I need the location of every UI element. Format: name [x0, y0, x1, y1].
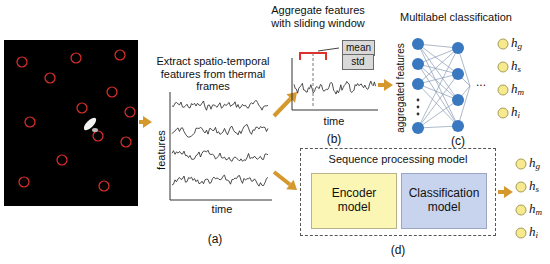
- step-caption: Aggregate features with sliding window: [261, 4, 375, 29]
- axis: [170, 92, 272, 200]
- input-neuron: [412, 122, 424, 134]
- tracked-point: [25, 117, 35, 127]
- window-pointer: [318, 48, 339, 51]
- output-label: hs: [529, 179, 539, 195]
- output-neuron: [516, 205, 526, 215]
- output-neuron: [498, 62, 508, 72]
- input-neuron: [412, 78, 424, 90]
- thermal-blob: [82, 116, 98, 132]
- flow-arrow-shaft: [274, 172, 290, 184]
- hidden-neuron: [452, 68, 464, 80]
- flow-arrow-head: [143, 116, 152, 128]
- panel-letter: (d): [391, 244, 406, 258]
- nn-weight: [418, 84, 458, 100]
- classifier-box: Classification model: [401, 173, 487, 229]
- flow-arrow-shaft: [274, 98, 291, 116]
- window-center: [313, 53, 314, 108]
- tracked-point: [77, 103, 87, 113]
- tracked-point: [57, 155, 67, 165]
- input-neuron: [412, 38, 424, 50]
- signal-line: [172, 175, 268, 186]
- feature-series: [170, 92, 272, 200]
- output-label: hg: [529, 156, 540, 172]
- tracked-point: [17, 57, 27, 67]
- ellipsis-dot: [417, 106, 420, 109]
- tracked-point: [107, 87, 117, 97]
- output-label: hm: [511, 82, 524, 98]
- nn-weight: [418, 48, 458, 84]
- step-caption: Extract spatio-temporal features from th…: [143, 55, 283, 93]
- flow-arrow-head: [504, 186, 513, 198]
- axis-label: time: [212, 203, 233, 216]
- output-label: hm: [529, 202, 542, 218]
- model-group: Encoder model Classification model Sequenc…: [300, 148, 496, 236]
- hidden-neuron: [452, 42, 464, 54]
- hidden-neuron: [452, 120, 464, 132]
- tracked-point: [71, 53, 81, 63]
- tracked-point: [115, 50, 125, 60]
- sliding-window: [292, 48, 378, 110]
- ellipsis-dot: [417, 113, 420, 116]
- sequence-outputs: [516, 159, 526, 238]
- tracked-point: [99, 181, 109, 191]
- ellipsis: ...: [476, 76, 486, 90]
- thermal-blob: [92, 128, 98, 132]
- signal-line: [172, 124, 268, 137]
- tracked-point: [45, 73, 55, 83]
- axis-label: features: [155, 130, 168, 170]
- signal-line: [294, 81, 376, 94]
- thermal-frame: [4, 40, 138, 206]
- flow-arrow-shaft: [498, 190, 504, 194]
- flow-arrow-shaft: [139, 120, 143, 124]
- step-caption: Multilabel classification: [400, 11, 512, 24]
- node-text: mean: [346, 42, 371, 54]
- axis-label: time: [324, 115, 345, 128]
- nn-weight: [418, 44, 458, 48]
- tracked-point: [121, 137, 131, 147]
- flow-arrow-shaft: [378, 83, 384, 87]
- output-neuron: [498, 108, 508, 118]
- ellipsis-dot: [417, 99, 420, 102]
- nn-weight: [418, 100, 458, 128]
- node-text: std: [351, 56, 364, 68]
- output-neuron: [516, 228, 526, 238]
- output-neuron: [498, 39, 508, 49]
- output-neuron: [516, 159, 526, 169]
- nn-weight: [418, 48, 458, 128]
- output-label: hi: [529, 225, 538, 241]
- output-neuron: [498, 85, 508, 95]
- thermal-image: [4, 40, 138, 206]
- nn-weight: [418, 48, 458, 64]
- tracked-point: [19, 177, 29, 187]
- output-label: hi: [511, 105, 520, 121]
- input-neuron: [412, 58, 424, 70]
- node-text: Sequence processing model: [329, 149, 468, 166]
- panel-letter: (b): [327, 133, 342, 147]
- signal-line: [172, 150, 268, 161]
- nn-weight: [418, 44, 458, 100]
- panel-letter: (c): [451, 135, 465, 149]
- tracked-point: [93, 131, 103, 141]
- nn-weight: [418, 126, 458, 128]
- encoder-box: Encoder model: [311, 173, 397, 229]
- signal-line: [172, 100, 268, 110]
- output-label: hs: [511, 59, 521, 75]
- neural-network: [412, 38, 508, 134]
- output-neuron: [516, 182, 526, 192]
- flow-arrow-head: [384, 79, 393, 91]
- nn-weight: [418, 74, 458, 128]
- axis-label: aggregated features: [395, 43, 407, 133]
- hidden-neuron: [452, 94, 464, 106]
- node-text: Encoder model: [315, 187, 393, 215]
- panel-letter: (a): [208, 233, 223, 247]
- flow-arrow-head: [286, 180, 297, 190]
- output-label: hg: [511, 36, 522, 52]
- stat-box: std: [342, 54, 374, 70]
- tracked-point: [125, 107, 135, 117]
- node-text: Classification model: [405, 187, 483, 215]
- nn-weight: [458, 86, 470, 126]
